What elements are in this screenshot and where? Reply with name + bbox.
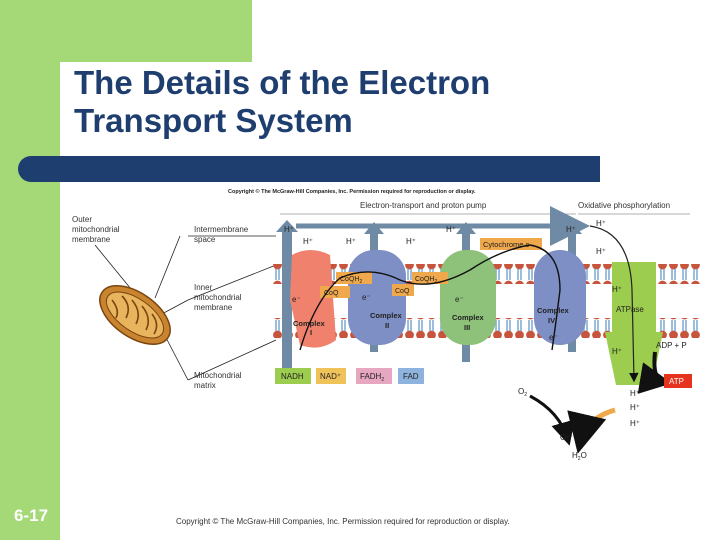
coq-label-2: CoQ bbox=[395, 288, 410, 295]
complex-4-label: Complex bbox=[537, 306, 570, 315]
cytochrome-c bbox=[480, 238, 542, 250]
left-green-band bbox=[0, 0, 60, 540]
o2-minus-label: O²⁻ bbox=[560, 433, 573, 442]
title-underline-bar bbox=[18, 156, 600, 182]
label-intermembrane-space: Intermembrane space bbox=[194, 225, 249, 244]
h-plus-label-7: H⁺ bbox=[596, 219, 606, 228]
svg-text:Intermembrane: Intermembrane bbox=[194, 225, 249, 234]
label-matrix: Mitochondrial matrix bbox=[194, 371, 242, 390]
label-outer-membrane: Outer mitochondrial membrane bbox=[72, 215, 120, 244]
figure-header-right: Oxidative phosphorylation bbox=[578, 201, 670, 210]
svg-text:Inner: Inner bbox=[194, 283, 213, 292]
svg-text:membrane: membrane bbox=[72, 235, 111, 244]
mitochondrion-illustration bbox=[99, 285, 171, 345]
proton-to-water-arrow bbox=[567, 407, 616, 454]
complex-3-label: Complex bbox=[452, 313, 485, 322]
o2-label: O2 bbox=[518, 387, 527, 398]
nad-box bbox=[316, 368, 346, 384]
h-plus-label-3: H⁺ bbox=[346, 237, 356, 246]
figure-copyright: Copyright © The McGraw-Hill Companies, I… bbox=[228, 188, 476, 195]
svg-text:membrane: membrane bbox=[194, 303, 233, 312]
oxygen-arrow bbox=[529, 394, 575, 446]
coq-label-1: CoQ bbox=[324, 290, 339, 297]
water-label: H2O bbox=[572, 451, 587, 462]
h-plus-label-6: H⁺ bbox=[566, 225, 576, 234]
complex-4 bbox=[534, 250, 586, 345]
coqh2-box-1 bbox=[336, 272, 372, 284]
title-area bbox=[60, 62, 720, 156]
h-plus-label-4: H⁺ bbox=[406, 237, 416, 246]
svg-text:Outer: Outer bbox=[72, 215, 92, 224]
h-plus-label-10: H⁺ bbox=[612, 347, 622, 356]
electron-label-3: e⁻ bbox=[455, 295, 464, 304]
svg-text:matrix: matrix bbox=[194, 381, 216, 390]
electron-label-1: e⁻ bbox=[292, 295, 301, 304]
complex-3-numeral: III bbox=[464, 323, 470, 332]
h-plus-label-9: H⁺ bbox=[612, 285, 622, 294]
fadh2-box bbox=[356, 368, 392, 384]
h-plus-label-8: H⁺ bbox=[596, 247, 606, 256]
svg-text:space: space bbox=[194, 235, 216, 244]
top-green-block bbox=[0, 0, 252, 62]
complex-2 bbox=[348, 250, 406, 345]
title-line-2: Transport System bbox=[74, 102, 353, 139]
fadh2-label: FADH2 bbox=[360, 372, 384, 383]
electron-path bbox=[299, 244, 561, 351]
slide-number: 6-17 bbox=[14, 506, 49, 525]
h-plus-label-5: H⁺ bbox=[446, 225, 456, 234]
label-inner-membrane: Inner mitochondrial membrane bbox=[194, 283, 242, 312]
h-plus-label-12: H⁺ bbox=[630, 403, 640, 412]
complex-3 bbox=[440, 250, 496, 345]
adp-to-atp-arrow bbox=[637, 351, 672, 394]
complex-4-numeral: IV bbox=[548, 316, 555, 325]
coqh2-box-2 bbox=[412, 272, 448, 284]
atpase-channel bbox=[612, 262, 656, 332]
slide-footer-copyright: Copyright © The McGraw-Hill Companies, I… bbox=[176, 517, 510, 526]
coqh2-label-2: CoQH2 bbox=[415, 276, 437, 285]
complex-1 bbox=[290, 250, 336, 348]
nad-label: NAD⁺ bbox=[320, 372, 341, 381]
fad-box bbox=[398, 368, 424, 384]
complex-2-numeral: II bbox=[385, 321, 389, 330]
adp-label: ADP + P bbox=[656, 341, 687, 350]
electron-label-4: e⁻ bbox=[549, 333, 558, 342]
coqh2-label-1: CoQH2 bbox=[340, 276, 362, 285]
svg-text:Mitochondrial: Mitochondrial bbox=[194, 371, 242, 380]
complex-1-numeral: I bbox=[310, 328, 312, 337]
proton-flow-arrow bbox=[589, 225, 639, 383]
atp-box bbox=[664, 374, 692, 388]
atp-label: ATP bbox=[669, 377, 684, 386]
h-plus-label-13: H⁺ bbox=[630, 419, 640, 428]
nadh-label: NADH bbox=[281, 372, 304, 381]
h-plus-label-2: H⁺ bbox=[303, 237, 313, 246]
atpase-label: ATPase bbox=[616, 305, 644, 314]
svg-text:mitochondrial: mitochondrial bbox=[72, 225, 120, 234]
cytochrome-c-label: Cytochrome c bbox=[483, 240, 530, 249]
fad-label: FAD bbox=[403, 372, 419, 381]
h-plus-label-1: H⁺ bbox=[284, 225, 294, 234]
figure-header-left: Electron-transport and proton pump bbox=[360, 201, 487, 210]
electron-label-2: e⁻ bbox=[362, 293, 371, 302]
svg-text:mitochondrial: mitochondrial bbox=[194, 293, 242, 302]
nadh-box bbox=[275, 368, 311, 384]
h-plus-label-11: H⁺ bbox=[630, 389, 640, 398]
coq-box-1 bbox=[320, 286, 350, 298]
complex-2-label: Complex bbox=[370, 311, 403, 320]
leader-lines bbox=[94, 235, 277, 381]
title-line-1: The Details of the Electron bbox=[74, 64, 491, 101]
coq-box-2 bbox=[392, 284, 414, 296]
